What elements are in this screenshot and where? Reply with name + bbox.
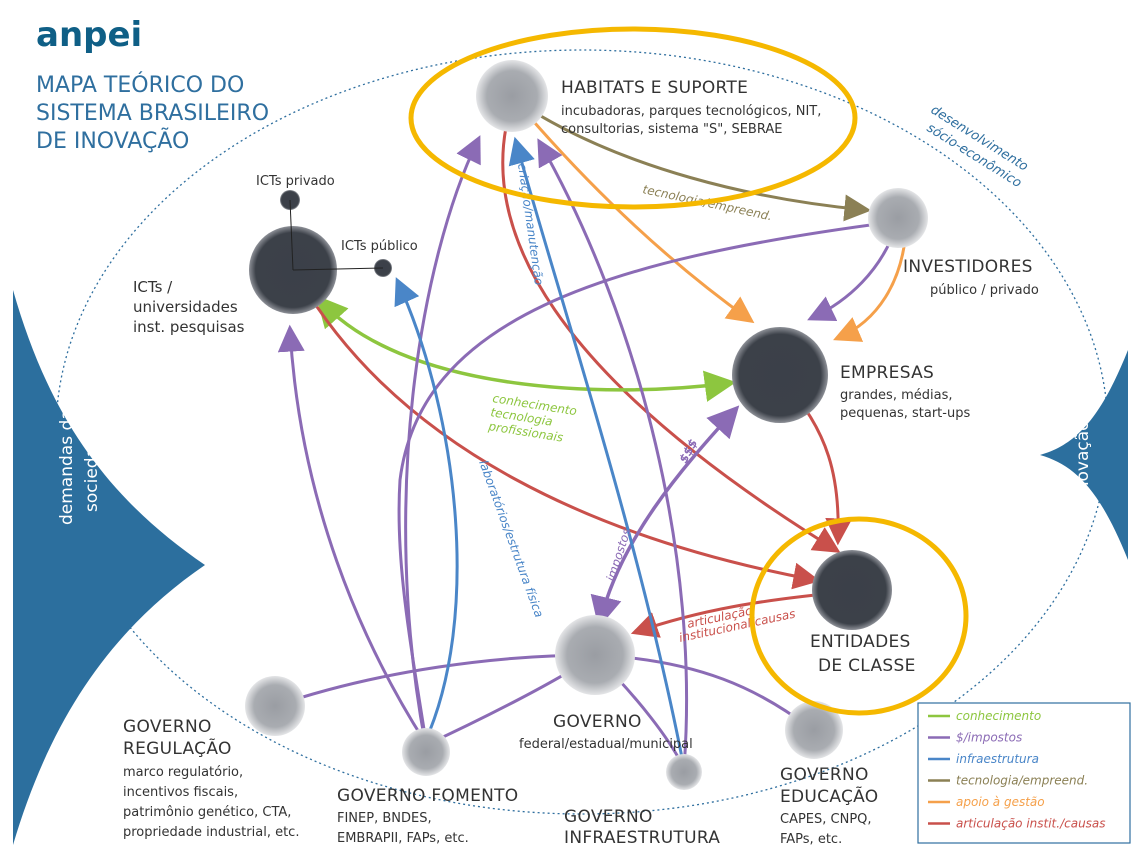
legend: conhecimento $/impostos infraestrutura tecn… [917, 702, 1131, 844]
icts-privado-label: ICTs privado [256, 174, 335, 189]
investidores-title: INVESTIDORES [903, 257, 1033, 277]
page-title-line-3: DE INOVAÇÃO [36, 127, 189, 154]
gov-educacao-sub-1: CAPES, CNPQ, [780, 812, 872, 827]
arrow-governo-horizontal [274, 653, 811, 730]
governo-title: GOVERNO [553, 712, 642, 732]
icts-title-1: ICTs / [133, 278, 173, 296]
side-label-left-2: sociedade [82, 426, 102, 512]
arrow-fomento-icts [277, 324, 427, 743]
habitats-sub-1: incubadoras, parques tecnológicos, NIT, [561, 104, 821, 119]
node-gov-fomento [402, 728, 450, 776]
node-entidades [812, 550, 892, 630]
gov-fomento-sub-2: EMBRAPII, FAPs, etc. [337, 831, 469, 846]
arrow-infra-habitats [537, 138, 689, 769]
flow-label-impostos: impostos [604, 527, 634, 583]
arrow-apoio-investidores [833, 239, 907, 342]
habitats-sub-2: consultorias, sistema "S", SEBRAE [561, 122, 782, 137]
arrow-impostos [590, 405, 740, 629]
gov-educacao-title-1: GOVERNO [780, 765, 869, 785]
innovation-triangle [1040, 350, 1128, 560]
node-governo [555, 615, 635, 695]
arrow-tecnologia [514, 98, 872, 222]
icts-title-2: universidades [133, 298, 238, 316]
gov-fomento-sub-1: FINEP, BNDES, [337, 811, 432, 826]
habitats-title: HABITATS E SUPORTE [561, 78, 748, 98]
empresas-title: EMPRESAS [840, 363, 934, 383]
arrow-conhecimento [315, 295, 737, 402]
legend-item: articulação instit./causas [956, 817, 1106, 831]
gov-regulacao-sub-4: propriedade industrial, etc. [123, 825, 299, 840]
legend-item: conhecimento [956, 709, 1041, 723]
page-title-line-1: MAPA TEÓRICO DO [36, 72, 244, 98]
page-title-line-2: SISTEMA BRASILEIRO [36, 101, 269, 126]
legend-item: apoio à gestão [956, 795, 1045, 809]
highlight-entidades [749, 516, 969, 716]
arrow-criacao [508, 136, 686, 769]
node-gov-regulacao [245, 676, 305, 736]
investidores-sub: público / privado [930, 283, 1039, 298]
icts-publico-label: ICTs público [341, 239, 418, 254]
node-gov-educacao [785, 701, 843, 759]
empresas-sub-1: grandes, médias, [840, 388, 953, 403]
icts-title-3: inst. pesquisas [133, 318, 245, 336]
gov-infra-title-2: INFRAESTRUTURA [564, 828, 720, 848]
node-investidores [868, 188, 928, 248]
node-empresas [732, 327, 828, 423]
gov-regulacao-title-1: GOVERNO [123, 717, 212, 737]
arrow-laboratorios [394, 277, 459, 743]
gov-infra-title-1: GOVERNO [564, 807, 653, 827]
gov-educacao-sub-2: FAPs, etc. [780, 832, 842, 847]
flow-label-criacao: criação/manutenção [515, 162, 546, 286]
flow-arrows [274, 98, 907, 769]
governo-sub: federal/estadual/municipal [519, 737, 693, 752]
gov-regulacao-sub-1: marco regulatório, [123, 765, 243, 780]
side-label-left-1: demandas da [57, 409, 77, 525]
flow-label-laboratorios: laboratórios/estrutura física [476, 458, 546, 619]
empresas-sub-2: pequenas, start-ups [840, 406, 970, 421]
entidades-title-1: ENTIDADES [810, 632, 911, 652]
gov-educacao-title-2: EDUCAÇÃO [780, 785, 878, 807]
icts-link-publico [292, 267, 384, 271]
brand-logo: anpei [36, 15, 142, 55]
demand-triangle [13, 290, 205, 845]
node-habitats [476, 60, 548, 132]
legend-item: infraestrutura [956, 752, 1039, 766]
icts-link-privado [289, 199, 294, 271]
side-label-right: inovação [1073, 420, 1093, 497]
legend-item: tecnologia/empreend. [956, 774, 1088, 788]
arrow-fomento-habitats [404, 135, 481, 743]
orbit-ellipse [55, 49, 1109, 815]
gov-fomento-title: GOVERNO FOMENTO [337, 786, 519, 806]
gov-regulacao-title-2: REGULAÇÃO [123, 737, 232, 759]
legend-item: $/impostos [956, 731, 1022, 745]
gov-regulacao-sub-2: incentivos fiscais, [123, 785, 238, 800]
highlight-habitats [408, 26, 858, 210]
gov-regulacao-sub-3: patrimônio genético, CTA, [123, 805, 291, 820]
entidades-title-2: DE CLASSE [818, 656, 916, 676]
legend-box [917, 702, 1131, 844]
node-gov-infra [666, 754, 702, 790]
